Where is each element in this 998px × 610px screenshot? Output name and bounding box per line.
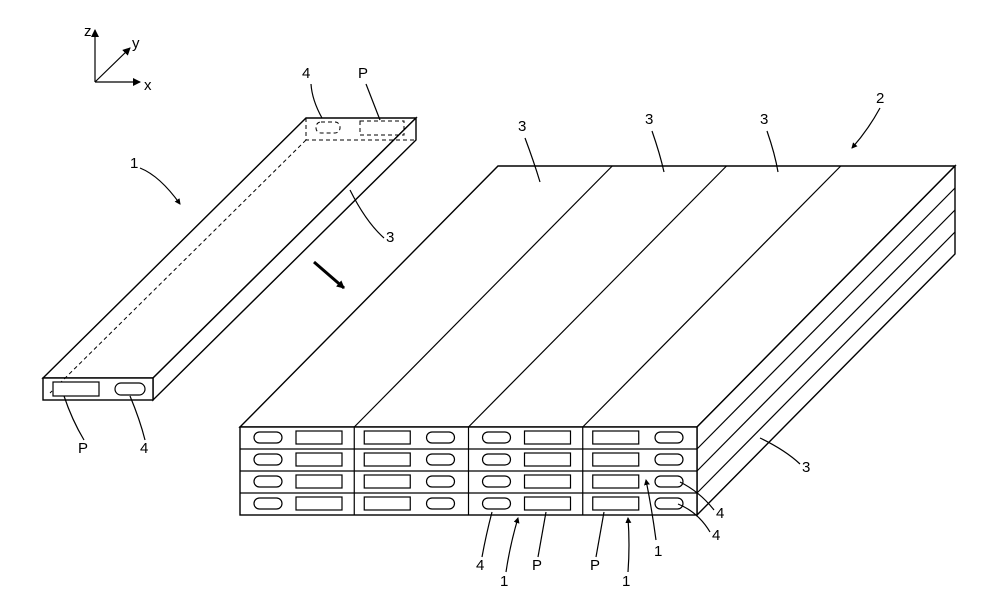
hole-slot (655, 432, 683, 443)
pack-slot (296, 475, 342, 488)
ref-pack-b-leader (596, 512, 604, 557)
ref-cell-b-label: 1 (622, 573, 630, 590)
ref-pack-top-leader (366, 84, 380, 120)
pack-slot (525, 497, 571, 510)
ref-hole-a-label: 4 (476, 557, 484, 574)
ref-film-2-label: 3 (645, 111, 653, 128)
pack-slot (296, 453, 342, 466)
pack-slot (296, 431, 342, 444)
hole-slot (483, 476, 511, 487)
hole-slot (655, 476, 683, 487)
hole-slot (483, 498, 511, 509)
pack-slot (364, 497, 410, 510)
pack-slot (525, 475, 571, 488)
ref-module-label: 2 (876, 90, 884, 107)
ref-hole-top-label: 4 (302, 65, 310, 82)
pack-slot (593, 475, 639, 488)
pack-slot (364, 453, 410, 466)
pack-slot (593, 497, 639, 510)
ref-pack-a-leader (538, 512, 546, 557)
ref-pack-bottom-leader (64, 396, 84, 440)
ref-cell-a-label: 1 (500, 573, 508, 590)
ref-hole-c-label: 4 (712, 527, 720, 544)
ref-film-side-label: 3 (802, 459, 810, 476)
ref-hole-a-leader (482, 512, 492, 557)
ref-pack-bottom-label: P (78, 440, 88, 457)
ref-hole-bottom-label: 4 (140, 440, 148, 457)
pack-slot (296, 497, 342, 510)
y-axis-arrow (95, 48, 130, 82)
ref-hole-b-label: 4 (716, 505, 724, 522)
hole-slot (655, 454, 683, 465)
hole-slot (254, 498, 282, 509)
pack-slot (364, 475, 410, 488)
hole-slot (427, 432, 455, 443)
ref-film-1-label: 3 (518, 118, 526, 135)
module-front-grid (240, 427, 697, 515)
pack-slot (593, 431, 639, 444)
hole-slot (254, 432, 282, 443)
ref-film-label: 3 (386, 229, 394, 246)
hole-slot (427, 498, 455, 509)
ref-cell-a-leader (506, 518, 518, 572)
ref-cell-label: 1 (130, 155, 138, 172)
hole-slot (254, 454, 282, 465)
pack-slot (525, 431, 571, 444)
hole-slot (427, 454, 455, 465)
z-axis-label: z (84, 23, 92, 40)
ref-pack-a-label: P (532, 557, 542, 574)
ref-hole-top-leader (311, 84, 322, 118)
ref-module-leader (852, 108, 880, 148)
ref-cell-c-label: 1 (654, 543, 662, 560)
ref-cell-leader (140, 168, 180, 204)
ref-cell-b-leader (628, 518, 629, 572)
ref-pack-top-label: P (358, 65, 368, 82)
pack-slot (364, 431, 410, 444)
pack-slot (593, 453, 639, 466)
ref-hole-bottom-leader (130, 396, 145, 440)
hole-slot (254, 476, 282, 487)
pack-slot (525, 453, 571, 466)
hole-slot (427, 476, 455, 487)
pack-slot-front (53, 382, 99, 396)
hole-slot (655, 498, 683, 509)
hole-slot (483, 454, 511, 465)
coordinate-axes: z y x (84, 23, 152, 94)
hole-slot (483, 432, 511, 443)
ref-pack-b-label: P (590, 557, 600, 574)
assembly-direction-arrow (314, 262, 344, 288)
y-axis-label: y (132, 35, 140, 52)
ref-film-3-label: 3 (760, 111, 768, 128)
x-axis-label: x (144, 77, 152, 94)
hole-slot-front (115, 383, 145, 395)
